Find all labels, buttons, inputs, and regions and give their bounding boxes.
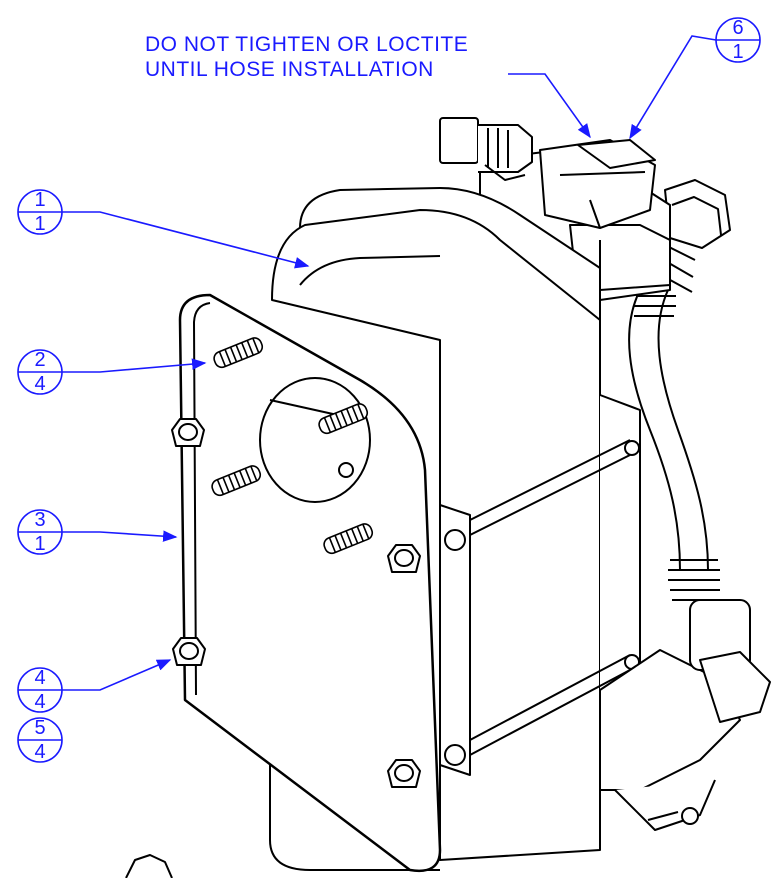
studs-item-2: [211, 337, 374, 555]
note-leader: [508, 73, 591, 139]
balloon-4-qty: 4: [34, 691, 45, 713]
balloon-item-4: [17, 659, 172, 713]
assembly-note: DO NOT TIGHTEN OR LOCTITE UNTIL HOSE INS…: [145, 32, 468, 82]
balloon-6-item: 6: [732, 17, 743, 39]
balloon-1-item: 1: [34, 189, 45, 211]
balloon-5-item: 5: [34, 717, 45, 739]
front-plate-item-3: [178, 293, 442, 873]
balloon-labels: 6 1 1 1 2 4 3 1 4 4 5 4: [34, 17, 743, 763]
balloon-item-6: [629, 17, 761, 140]
balloon-1-qty: 1: [34, 213, 45, 235]
balloon-4-item: 4: [34, 667, 45, 689]
balloon-3-item: 3: [34, 509, 45, 531]
note-line-1: DO NOT TIGHTEN OR LOCTITE: [145, 33, 469, 56]
partial-fitting-bottom: [125, 854, 173, 878]
balloon-item-3: [17, 509, 178, 555]
balloon-2-item: 2: [34, 349, 45, 371]
adapter-fitting: [439, 117, 533, 181]
clamp-strap: [439, 394, 641, 776]
elbow-fitting-item-6: [539, 139, 656, 229]
hose: [628, 289, 720, 601]
balloon-5-qty: 4: [34, 741, 45, 763]
lower-valve: [599, 599, 771, 831]
assembly-linework: [125, 117, 771, 878]
nuts-item-4: [171, 418, 421, 788]
balloon-6-qty: 1: [732, 41, 743, 63]
note-line-2: UNTIL HOSE INSTALLATION: [145, 58, 434, 81]
balloon-annotations: [17, 17, 761, 763]
balloon-3-qty: 1: [34, 533, 45, 555]
elbow-fitting-upper: [651, 179, 731, 293]
balloon-item-2: [17, 349, 207, 395]
balloon-item-5: [17, 717, 63, 763]
balloon-2-qty: 4: [34, 373, 45, 395]
balloon-item-1: [17, 189, 310, 269]
